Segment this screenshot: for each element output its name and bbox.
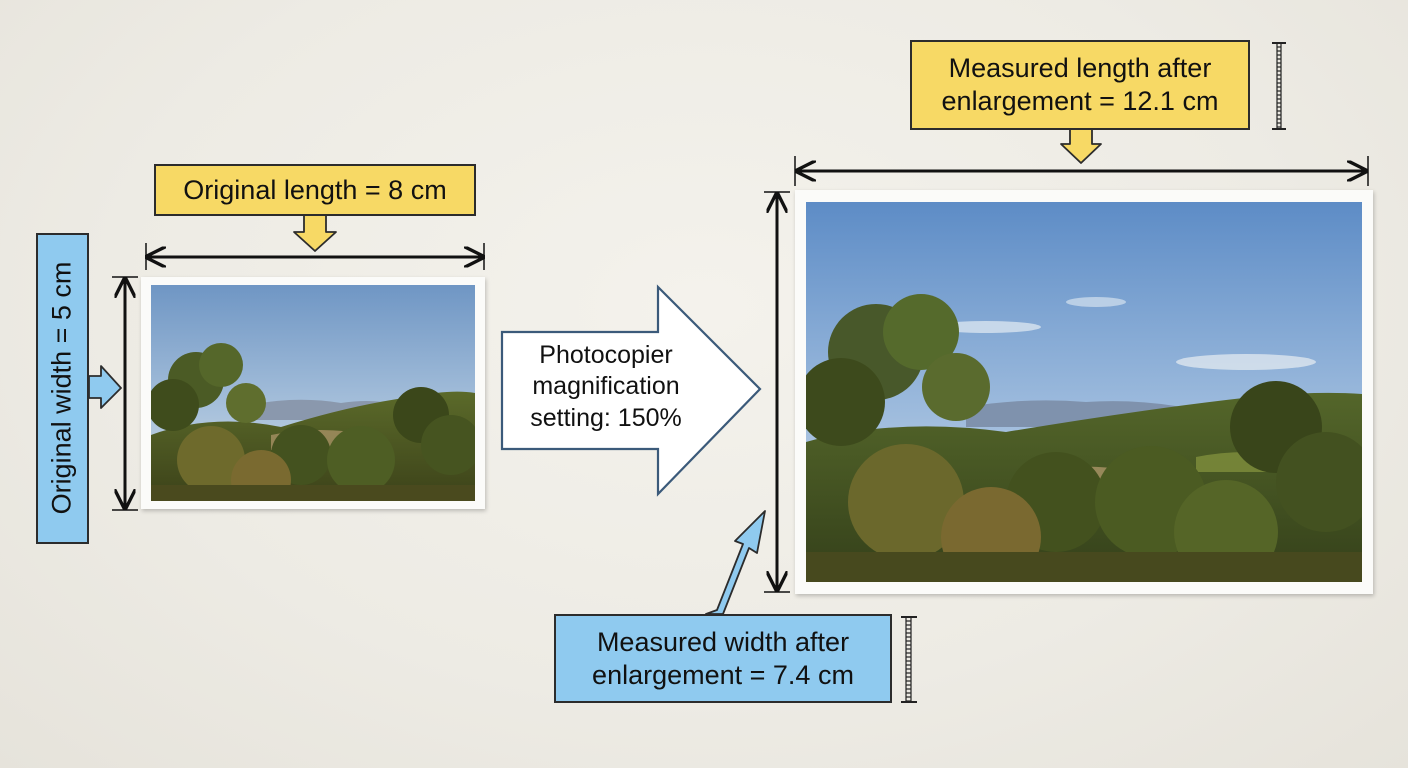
magnification-line-1: Photocopier xyxy=(539,341,673,369)
landscape-image xyxy=(151,285,475,501)
magnification-label: Photocopier magnification setting: 150% xyxy=(504,340,708,434)
original-length-callout-arrow-icon xyxy=(293,213,337,252)
enlarged-width-label-line-1: Measured width after xyxy=(596,626,850,657)
original-photo xyxy=(141,277,485,509)
original-width-callout-arrow-icon xyxy=(88,365,122,409)
original-width-label-text: Original width = 5 cm xyxy=(46,261,77,515)
ruler-icon xyxy=(901,616,917,703)
enlarged-length-arrow-icon xyxy=(794,156,1369,186)
enlarged-width-label-line-2: enlargement = 7.4 cm xyxy=(592,659,854,690)
original-width-arrow-icon xyxy=(112,276,138,511)
ruler-icon xyxy=(1272,42,1286,130)
enlarged-length-callout-arrow-icon xyxy=(1060,127,1102,164)
original-length-arrow-icon xyxy=(146,243,484,270)
enlarged-width-callout-arrow-icon xyxy=(705,510,766,615)
original-width-label xyxy=(36,233,89,544)
enlarged-length-label-line-2: enlargement = 12.1 cm xyxy=(941,86,1219,116)
enlarged-length-label-line-1: Measured length after xyxy=(948,53,1212,84)
enlarged-width-arrow-icon xyxy=(764,191,790,593)
enlarged-width-label: Measured width after enlargement = 7.4 c… xyxy=(554,614,892,703)
landscape-image xyxy=(806,202,1362,582)
enlarged-photo xyxy=(795,190,1373,594)
magnification-line-2: magnification xyxy=(532,372,680,401)
enlarged-length-label: Measured length after enlargement = 12.1… xyxy=(910,40,1250,130)
original-length-label: Original length = 8 cm xyxy=(154,164,476,216)
magnification-line-3: setting: 150% xyxy=(530,403,682,432)
